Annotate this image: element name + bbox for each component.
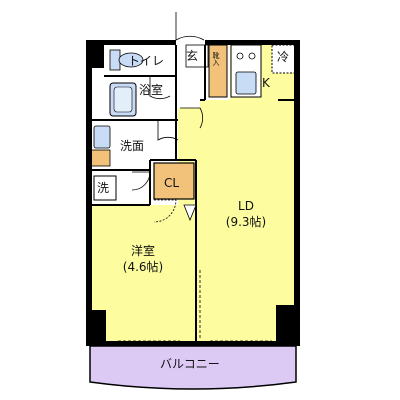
room-label-western: 洋室 (4.6帖) bbox=[113, 245, 173, 273]
room-label-fridge: 冷 bbox=[277, 50, 290, 64]
entrance-floor bbox=[185, 44, 209, 68]
room-label-washer: 洗 bbox=[97, 181, 110, 195]
closet-floor bbox=[153, 162, 195, 200]
ld-name: LD bbox=[238, 199, 254, 213]
room-label-bath: 浴室 bbox=[139, 83, 164, 97]
doors bbox=[131, 12, 205, 223]
room-label-kitchen: K bbox=[262, 76, 270, 90]
room-label-balcony: バルコニー bbox=[160, 357, 220, 371]
kitchen-sink bbox=[235, 71, 257, 95]
wash-storage bbox=[89, 149, 111, 167]
stove-burner-icon bbox=[248, 52, 256, 60]
room-label-washroom: 洗面 bbox=[120, 139, 145, 153]
walls bbox=[86, 40, 300, 346]
balcony-area bbox=[89, 345, 297, 390]
western-size: (4.6帖) bbox=[122, 260, 164, 274]
stove-burner-icon bbox=[236, 52, 244, 60]
room-label-toilet: トイレ bbox=[128, 54, 165, 68]
interior-walls bbox=[92, 45, 296, 345]
western-room-floor bbox=[90, 205, 196, 345]
western-name: 洋室 bbox=[130, 244, 155, 258]
toilet-bowl bbox=[118, 52, 144, 68]
sliding-doors bbox=[118, 270, 272, 342]
room-label-closet: CL bbox=[164, 176, 180, 190]
ld-size: (9.3帖) bbox=[225, 215, 267, 229]
bathtub-inner bbox=[113, 86, 133, 113]
washer-space bbox=[93, 175, 117, 201]
room-label-ld: LD (9.3帖) bbox=[216, 200, 276, 228]
room-label-entrance: 玄 bbox=[186, 49, 199, 63]
room-label-shoe-storage: 靴入 bbox=[212, 52, 220, 66]
wash-basin bbox=[93, 125, 111, 149]
toilet-tank bbox=[109, 49, 121, 71]
